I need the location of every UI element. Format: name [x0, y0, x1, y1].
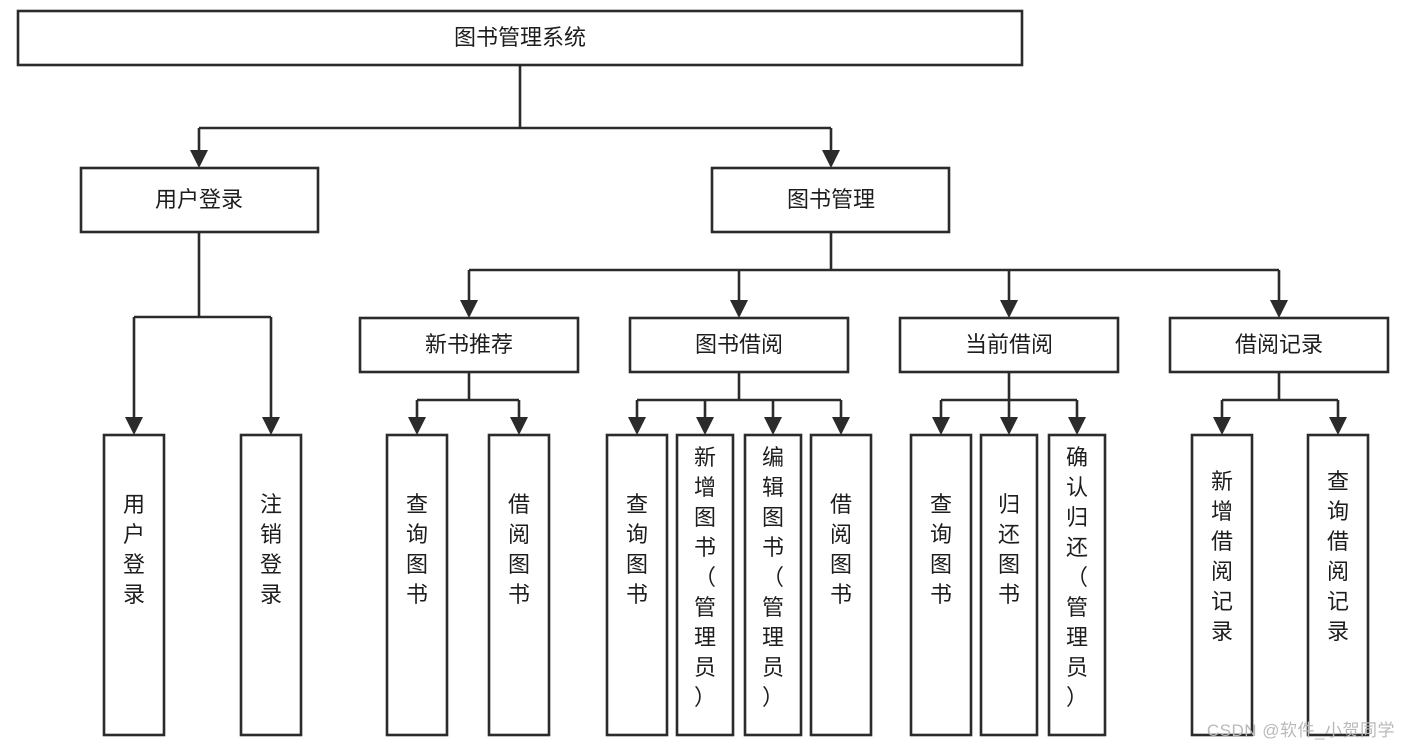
arrowhead-leaf-user-logout: [262, 417, 280, 435]
arrowhead-user-login: [190, 150, 208, 168]
arrowhead-leaf-borrow-book-2: [832, 417, 850, 435]
arrowhead-leaf-borrow-book-1: [510, 417, 528, 435]
arrowhead-book-manage: [822, 150, 840, 168]
node-leaf-user-login[interactable]: 用户登录: [102, 433, 166, 737]
node-current-borrow-box[interactable]: [898, 316, 1120, 374]
node-borrow-record[interactable]: 借阅记录: [1168, 316, 1390, 374]
node-leaf-edit-book[interactable]: 编辑图书（管理员）: [743, 433, 803, 737]
arrowhead-leaf-user-login: [125, 417, 143, 435]
node-leaf-borrow-book-2-box[interactable]: [809, 433, 873, 737]
node-leaf-query-book-1-box[interactable]: [385, 433, 449, 737]
node-leaf-borrow-book-1-label: 借阅图书: [508, 492, 530, 607]
arrowhead-new-book-rec: [460, 300, 478, 318]
arrowhead-leaf-add-record: [1213, 417, 1231, 435]
arrowhead-leaf-return-book: [1000, 417, 1018, 435]
connector-layer: [125, 65, 1347, 435]
node-leaf-return-book-label: 归还图书: [998, 492, 1020, 607]
arrowhead-leaf-query-book-3: [932, 417, 950, 435]
node-book-manage-label: 图书管理: [787, 187, 875, 212]
node-root-box[interactable]: [16, 9, 1024, 67]
node-book-borrow-label: 图书借阅: [695, 332, 783, 357]
node-user-login-label: 用户登录: [155, 187, 243, 212]
arrowhead-leaf-query-book-2: [628, 417, 646, 435]
node-leaf-user-login-box[interactable]: [102, 433, 166, 737]
node-leaf-user-logout-label: 注销登录: [260, 492, 282, 607]
node-leaf-query-book-3-box[interactable]: [909, 433, 973, 737]
node-book-borrow[interactable]: 图书借阅: [628, 316, 850, 374]
node-leaf-user-login-label: 用户登录: [123, 492, 145, 607]
node-leaf-query-book-2-box[interactable]: [605, 433, 669, 737]
arrowhead-leaf-add-book: [696, 417, 714, 435]
node-leaf-confirm-return-label: 确认归还（管理员）: [1066, 445, 1088, 710]
node-root[interactable]: 图书管理系统: [16, 9, 1024, 67]
node-leaf-borrow-book-1-box[interactable]: [487, 433, 551, 737]
node-leaf-edit-book-label: 编辑图书（管理员）: [762, 445, 784, 710]
node-book-manage[interactable]: 图书管理: [710, 166, 951, 234]
arrowhead-book-borrow: [730, 300, 748, 318]
node-leaf-user-logout-box[interactable]: [239, 433, 303, 737]
node-leaf-add-book-label: 新增图书（管理员）: [694, 445, 716, 710]
node-leaf-add-record-box[interactable]: [1190, 433, 1254, 737]
node-leaf-query-record-label: 查询借阅记录: [1327, 469, 1349, 644]
node-current-borrow[interactable]: 当前借阅: [898, 316, 1120, 374]
node-user-login-box[interactable]: [79, 166, 320, 234]
node-leaf-return-book[interactable]: 归还图书: [979, 433, 1039, 737]
arrowhead-leaf-edit-book: [764, 417, 782, 435]
node-leaf-query-book-3-label: 查询图书: [930, 492, 952, 607]
node-borrow-record-label: 借阅记录: [1235, 332, 1323, 357]
node-leaf-user-logout[interactable]: 注销登录: [239, 433, 303, 737]
node-leaf-borrow-book-2-label: 借阅图书: [830, 492, 852, 607]
node-leaf-borrow-book-1[interactable]: 借阅图书: [487, 433, 551, 737]
node-new-book-rec-box[interactable]: [358, 316, 580, 374]
node-leaf-borrow-book-2[interactable]: 借阅图书: [809, 433, 873, 737]
node-book-borrow-box[interactable]: [628, 316, 850, 374]
node-leaf-edit-book-box[interactable]: [743, 433, 803, 737]
node-new-book-rec-label: 新书推荐: [425, 332, 513, 357]
node-root-label: 图书管理系统: [454, 25, 586, 50]
node-leaf-query-book-2-label: 查询图书: [626, 492, 648, 607]
node-leaf-add-record[interactable]: 新增借阅记录: [1190, 433, 1254, 737]
node-book-manage-box[interactable]: [710, 166, 951, 234]
arrowhead-leaf-query-record: [1329, 417, 1347, 435]
node-leaf-return-book-box[interactable]: [979, 433, 1039, 737]
node-leaf-query-book-2[interactable]: 查询图书: [605, 433, 669, 737]
node-leaf-confirm-return[interactable]: 确认归还（管理员）: [1047, 433, 1107, 737]
node-leaf-confirm-return-box[interactable]: [1047, 433, 1107, 737]
csdn-watermark: CSDN @软件_小贺同学: [1206, 721, 1395, 740]
node-leaf-add-book[interactable]: 新增图书（管理员）: [675, 433, 735, 737]
node-leaf-query-book-1[interactable]: 查询图书: [385, 433, 449, 737]
node-leaf-query-book-3[interactable]: 查询图书: [909, 433, 973, 737]
node-leaf-add-record-label: 新增借阅记录: [1211, 469, 1233, 644]
node-leaf-query-record[interactable]: 查询借阅记录: [1306, 433, 1370, 737]
arrowhead-leaf-confirm-return: [1068, 417, 1086, 435]
arrowhead-leaf-query-book-1: [408, 417, 426, 435]
node-leaf-query-book-1-label: 查询图书: [406, 492, 428, 607]
node-user-login[interactable]: 用户登录: [79, 166, 320, 234]
node-current-borrow-label: 当前借阅: [965, 332, 1053, 357]
node-new-book-rec[interactable]: 新书推荐: [358, 316, 580, 374]
node-borrow-record-box[interactable]: [1168, 316, 1390, 374]
arrowhead-borrow-record: [1270, 300, 1288, 318]
node-leaf-query-record-box[interactable]: [1306, 433, 1370, 737]
arrowhead-current-borrow: [1000, 300, 1018, 318]
node-leaf-add-book-box[interactable]: [675, 433, 735, 737]
